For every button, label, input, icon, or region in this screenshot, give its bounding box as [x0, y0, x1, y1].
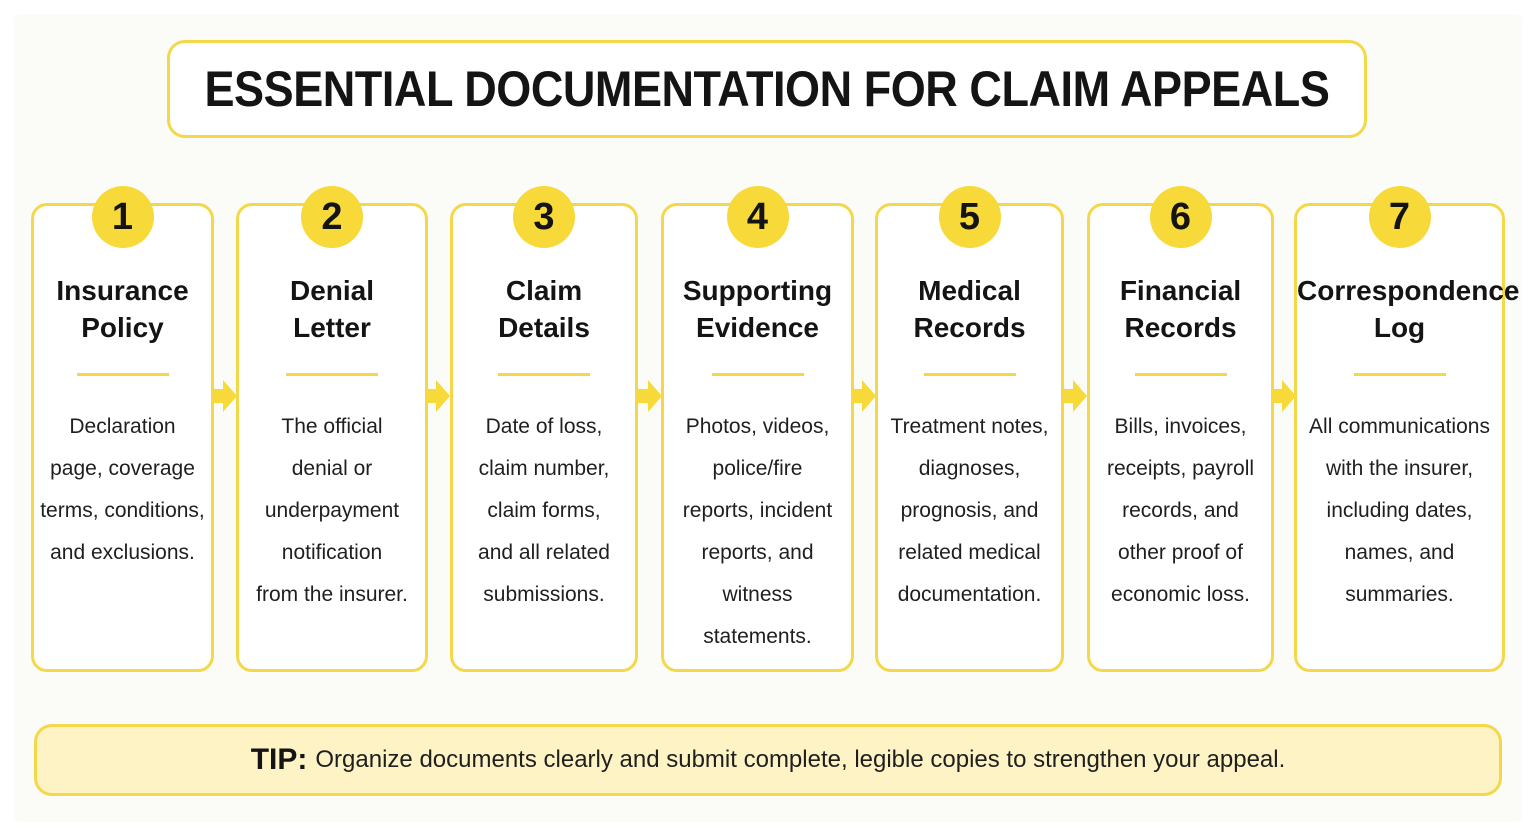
tip-label: TIP: [250, 743, 308, 776]
step-description: Declaration page, coverage terms, condit… [40, 415, 205, 564]
step-number-badge: 3 [513, 186, 575, 248]
tip-text: Organize documents clearly and submit co… [315, 746, 1286, 773]
step-number-badge: 4 [726, 186, 789, 248]
step-title: Denial Letter [289, 275, 375, 343]
step-card-medical-records: 5 Medical Records Treatment notes, diagn… [875, 186, 1064, 672]
step-card-denial-letter: 2 Denial Letter The official denial or u… [236, 186, 428, 672]
step-number-badge: 6 [1149, 186, 1212, 248]
arrow-right-icon [638, 380, 662, 412]
page-title: ESSENTIAL DOCUMENTATION FOR CLAIM APPEAL… [204, 61, 1330, 117]
arrow-right-icon [1272, 380, 1296, 412]
step-title: Financial Records [1119, 275, 1242, 343]
step-card-claim-details: 3 Claim Details Date of loss, claim numb… [450, 186, 638, 672]
divider [711, 373, 804, 376]
divider [923, 373, 1016, 376]
arrow-right-icon [426, 380, 450, 412]
divider [286, 373, 378, 376]
step-number-badge: 5 [938, 186, 1001, 248]
step-card-financial-records: 6 Financial Records Bills, invoices, rec… [1087, 186, 1274, 672]
divider [76, 373, 169, 376]
step-title: Medical Records [913, 275, 1026, 343]
step-title: Insurance Policy [56, 275, 189, 343]
step-description: The official denial or underpayment noti… [256, 415, 408, 606]
step-card-supporting-evidence: 4 Supporting Evidence Photos, videos, po… [661, 186, 854, 672]
step-number-badge: 2 [301, 186, 363, 248]
step-description: Photos, videos, police/fire reports, inc… [682, 415, 833, 648]
step-title: Correspondence Log [1297, 275, 1520, 343]
arrow-right-icon [1063, 380, 1087, 412]
arrow-right-icon [213, 380, 237, 412]
title-banner: ESSENTIAL DOCUMENTATION FOR CLAIM APPEAL… [167, 40, 1367, 138]
step-number-badge: 7 [1368, 186, 1431, 248]
step-title: Supporting Evidence [682, 275, 833, 343]
step-description: All communications with the insurer, inc… [1309, 415, 1490, 606]
step-card-correspondence-log: 7 Correspondence Log All communications … [1294, 186, 1520, 672]
step-card-insurance-policy: 1 Insurance Policy Declaration page, cov… [31, 186, 214, 672]
arrow-right-icon [852, 380, 876, 412]
step-description: Date of loss, claim number, claim forms,… [478, 415, 610, 606]
divider [1353, 373, 1446, 376]
step-description: Bills, invoices, receipts, payroll recor… [1106, 415, 1255, 606]
divider [1134, 373, 1227, 376]
tip-banner: TIP: Organize documents clearly and subm… [34, 724, 1502, 796]
step-description: Treatment notes, diagnoses, prognosis, a… [890, 415, 1049, 606]
step-number-badge: 1 [91, 186, 154, 248]
divider [498, 373, 590, 376]
step-title: Claim Details [498, 275, 590, 343]
